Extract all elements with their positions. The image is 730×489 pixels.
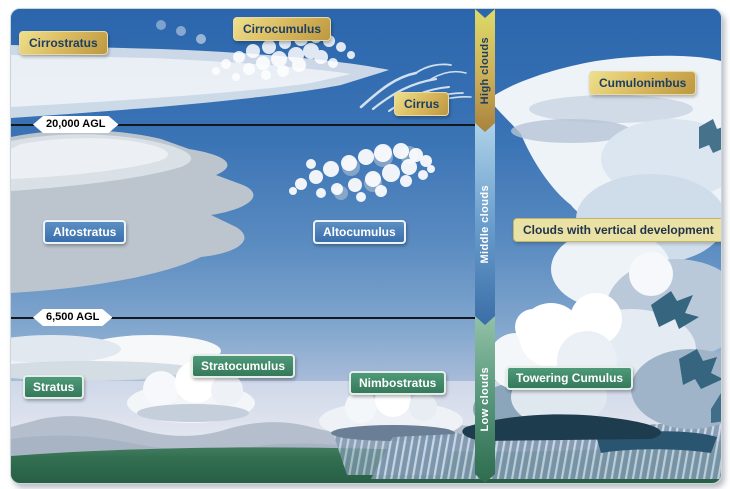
stratocumulus-cloud [127,361,255,423]
agl-marker-6500: 6,500 AGL [33,309,112,326]
agl-line-6500 [11,317,477,319]
label-towering-cumulus: Towering Cumulus [506,366,634,390]
altocumulus-cloud [289,143,435,202]
altostratus-cloud [11,130,254,293]
agl-line-20000 [11,124,477,126]
cloud-diagram-frame: 20,000 AGL 6,500 AGL High clouds Middle … [10,8,722,484]
agl-marker-20000: 20,000 AGL [33,116,119,133]
label-stratocumulus: Stratocumulus [191,354,296,378]
altitude-bar-segment-high: High clouds [475,9,495,133]
label-cirrostratus: Cirrostratus [19,31,108,55]
altitude-bar-segment-middle: Middle clouds [475,123,495,326]
high-clouds-bar-label: High clouds [479,37,491,105]
label-altostratus: Altostratus [43,220,127,244]
label-nimbostratus: Nimbostratus [349,371,447,395]
label-clouds-with-vertical-development: Clouds with vertical development [513,218,721,242]
label-cumulonimbus: Cumulonimbus [589,71,697,95]
low-clouds-bar-label: Low clouds [479,367,491,432]
label-cirrocumulus: Cirrocumulus [233,17,332,41]
middle-clouds-bar-label: Middle clouds [479,185,491,264]
label-altocumulus: Altocumulus [313,220,406,244]
cumulonimbus-cloud [371,55,721,479]
altitude-bar-segment-low: Low clouds [475,316,495,483]
label-cirrus: Cirrus [394,92,450,116]
label-stratus: Stratus [23,375,85,399]
